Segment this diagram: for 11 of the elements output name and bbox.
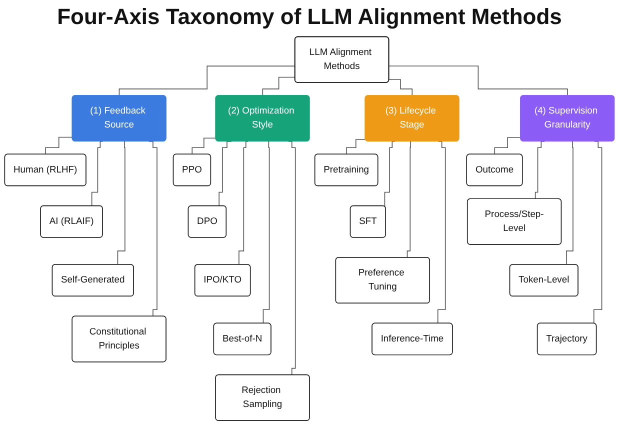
connector <box>346 139 366 155</box>
connector <box>288 141 296 376</box>
connector <box>192 138 216 155</box>
connector <box>494 137 522 155</box>
connector <box>388 66 568 96</box>
connector <box>45 136 73 155</box>
connector <box>532 141 545 200</box>
diagram-title: Four-Axis Taxonomy of LLM Alignment Methods <box>56 4 563 30</box>
connector <box>118 66 296 96</box>
connector <box>388 79 413 96</box>
connector <box>262 76 296 96</box>
